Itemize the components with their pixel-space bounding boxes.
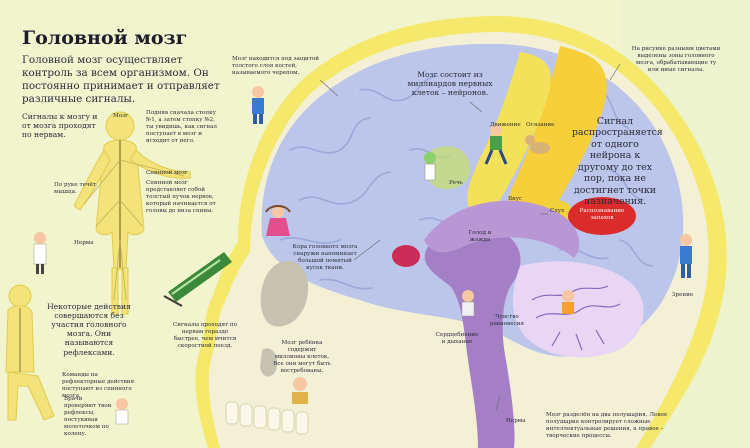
signal-travel-caption: Сигнал распространяется от одного нейрон… xyxy=(572,116,663,208)
right-caption: На рисунке разными цветами выделены зоны… xyxy=(631,46,721,73)
nerve-lines xyxy=(83,159,185,301)
taste-label: Вкус xyxy=(508,196,523,202)
doctor-caption: Врачи проверяют твои рефлексы, постукива… xyxy=(64,396,112,437)
swing-figure-icon xyxy=(562,290,574,314)
neurons-caption: Мозг состоит из миллиардов нервных клето… xyxy=(407,70,493,98)
page-title: Головной мозг xyxy=(22,27,188,49)
nerves-bottom-label: Нервы xyxy=(506,418,526,424)
balance-figure-icon xyxy=(461,290,475,317)
brain-stem xyxy=(424,226,521,448)
spine-caption: Подняв сначала стопку №1, а затем стопку… xyxy=(146,110,217,144)
reflex-commands: Команды на рефлекторные действия поступа… xyxy=(62,372,135,399)
hunger-area xyxy=(392,245,420,267)
runner-figure-icon xyxy=(484,124,508,165)
reflex-intro: Некоторые действия совершаются без участ… xyxy=(47,302,131,357)
sensory-area xyxy=(467,52,551,216)
eye-socket xyxy=(260,260,309,327)
spinal-cord-label: Спинной мозг xyxy=(146,170,188,176)
hearing-label: Слух xyxy=(550,208,565,214)
baby-brain-caption: Мозг ребёнка содержит миллионы клеток. В… xyxy=(273,340,331,374)
teeth xyxy=(225,401,309,435)
cerebellum xyxy=(512,261,644,358)
smell-area xyxy=(568,197,636,235)
skull-caption: Мозг находится под защитой толстого слоя… xyxy=(232,56,319,76)
brain-label: Мозг xyxy=(113,113,129,119)
jelly-figure-icon xyxy=(424,152,436,181)
motor-area xyxy=(504,46,607,234)
speech-area xyxy=(424,146,470,190)
touch-label: Осязание xyxy=(526,122,555,128)
smell-label: Распознавание запахов xyxy=(579,208,625,221)
cortex-caption: Кора головного мозга снаружи напоминает … xyxy=(292,244,358,271)
knee-figure-icon xyxy=(115,398,129,425)
signals-to-brain-text: Сигналы к мозгу и от мозга проходят по н… xyxy=(22,112,98,140)
pointer-lines xyxy=(319,63,621,411)
hunger-label: Голод и жажда xyxy=(468,230,492,243)
spinal-cord-desc: Спинной мозг представляет собой толстый … xyxy=(146,180,216,214)
vision-label: Зрение xyxy=(672,292,694,298)
heartbeat-label: Сердцебиение и дыхание xyxy=(435,332,479,345)
baby-figure-icon xyxy=(292,377,308,404)
feeling-label: Чувство равновесия xyxy=(489,314,524,327)
girl-figure-icon xyxy=(265,205,291,236)
speech-label: Речь xyxy=(449,180,463,186)
dog-figure-icon xyxy=(525,135,550,154)
reader-figure-icon xyxy=(680,234,692,278)
train-icon xyxy=(163,252,232,307)
corpus-callosum xyxy=(424,200,580,258)
child-figure-icon xyxy=(252,86,264,124)
halves-caption: Мозг разделён на два полушария. Левое по… xyxy=(546,412,668,439)
signals-nerves-caption: Сигналы проходят по нервам гораздо быстр… xyxy=(173,322,237,349)
doctor-figure-icon xyxy=(33,232,47,274)
intro-text: Головной мозг осуществляет контроль за в… xyxy=(22,54,220,105)
nerves-label: Нервы xyxy=(74,240,94,246)
movement-label: Движение xyxy=(490,122,521,128)
hand-caption: По руке течёт мышца. xyxy=(54,182,96,195)
nose-cavity xyxy=(260,348,278,377)
